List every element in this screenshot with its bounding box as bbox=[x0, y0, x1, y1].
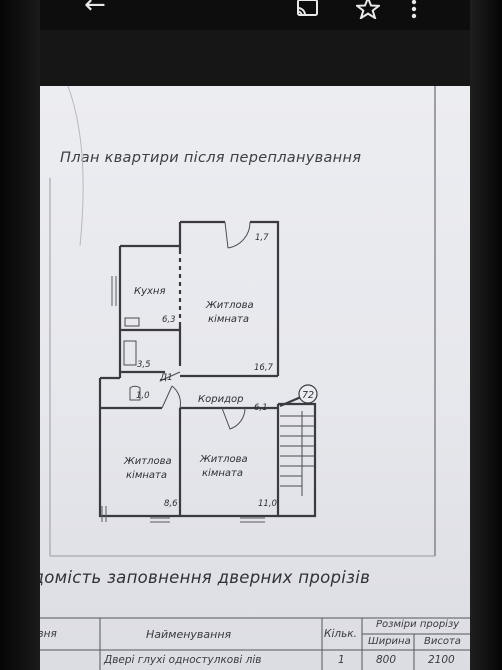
floor-plan-drawing: 72 Кухня 6,3 Житлова кімната 16,7 1,7 3,… bbox=[49, 86, 436, 557]
header-width: Ширина bbox=[368, 636, 411, 647]
more-vert-icon[interactable] bbox=[410, 0, 418, 25]
corridor-door-swing bbox=[161, 385, 181, 409]
door-schedule-table: зня Найменування Кільк. Розміри прорізу … bbox=[40, 614, 470, 670]
living3-name-line1: Житлова bbox=[199, 454, 248, 465]
cast-icon[interactable] bbox=[296, 0, 320, 23]
living1-area: 16,7 bbox=[254, 363, 274, 373]
bath-door bbox=[159, 371, 181, 382]
header-col1: зня bbox=[40, 628, 57, 640]
living1-name-line2: кімната bbox=[208, 313, 249, 325]
living2-name-line1: Житлова bbox=[123, 456, 172, 467]
kitchen-name: Кухня bbox=[134, 286, 166, 297]
frame-curve bbox=[67, 86, 84, 247]
sink-fixture bbox=[124, 317, 140, 327]
floor-plan-photo: План квартири після перепланування bbox=[40, 86, 470, 670]
wall-top-left bbox=[120, 222, 182, 248]
header-qty: Кільк. bbox=[324, 628, 357, 640]
kitchen-area: 6,3 bbox=[162, 315, 176, 325]
status-bar: ← bbox=[0, 0, 502, 30]
corridor-name: Коридор bbox=[198, 394, 243, 405]
row1-height: 2100 bbox=[428, 654, 455, 666]
stair-number-circle bbox=[298, 384, 318, 404]
living3-area: 11,0 bbox=[258, 499, 277, 509]
phone-bezel-right bbox=[470, 0, 502, 670]
stair-number: 72 bbox=[302, 390, 314, 401]
header-name: Найменування bbox=[146, 628, 232, 641]
living2-name-line2: кімната bbox=[126, 469, 167, 481]
balcony-door-swing bbox=[224, 221, 251, 249]
stair-box bbox=[278, 402, 317, 518]
living1-name-line1: Житлова bbox=[205, 300, 254, 311]
back-arrow-icon[interactable]: ← bbox=[84, 0, 106, 20]
bath-area: 3,5 bbox=[137, 360, 151, 370]
wall-balcony bbox=[180, 220, 280, 376]
toilet-fixture bbox=[129, 385, 141, 401]
plan-title: План квартири після перепланування bbox=[60, 150, 362, 166]
row1-qty: 1 bbox=[338, 654, 345, 666]
wall-outer-lower bbox=[98, 376, 280, 518]
bathtub-fixture bbox=[123, 340, 137, 366]
star-icon[interactable] bbox=[354, 0, 382, 24]
door-schedule-title: Відомість заповнення дверних прорізів bbox=[40, 568, 371, 587]
header-sizes: Розміри прорізу bbox=[376, 619, 460, 630]
phone-bezel-left bbox=[0, 0, 40, 670]
living2-area: 8,6 bbox=[164, 499, 178, 509]
corridor-area: 6,1 bbox=[254, 403, 268, 413]
door-mark: Д1 bbox=[159, 373, 173, 383]
row1-name: Двері глухі одностулкові лів bbox=[104, 654, 262, 666]
wc-area: 1,0 bbox=[136, 391, 150, 401]
header-height: Висота bbox=[424, 636, 461, 647]
row1-width: 800 bbox=[376, 654, 397, 666]
living3-name-line2: кімната bbox=[202, 467, 243, 479]
balcony-area: 1,7 bbox=[255, 233, 269, 243]
bedroom-door-swing bbox=[221, 407, 246, 430]
